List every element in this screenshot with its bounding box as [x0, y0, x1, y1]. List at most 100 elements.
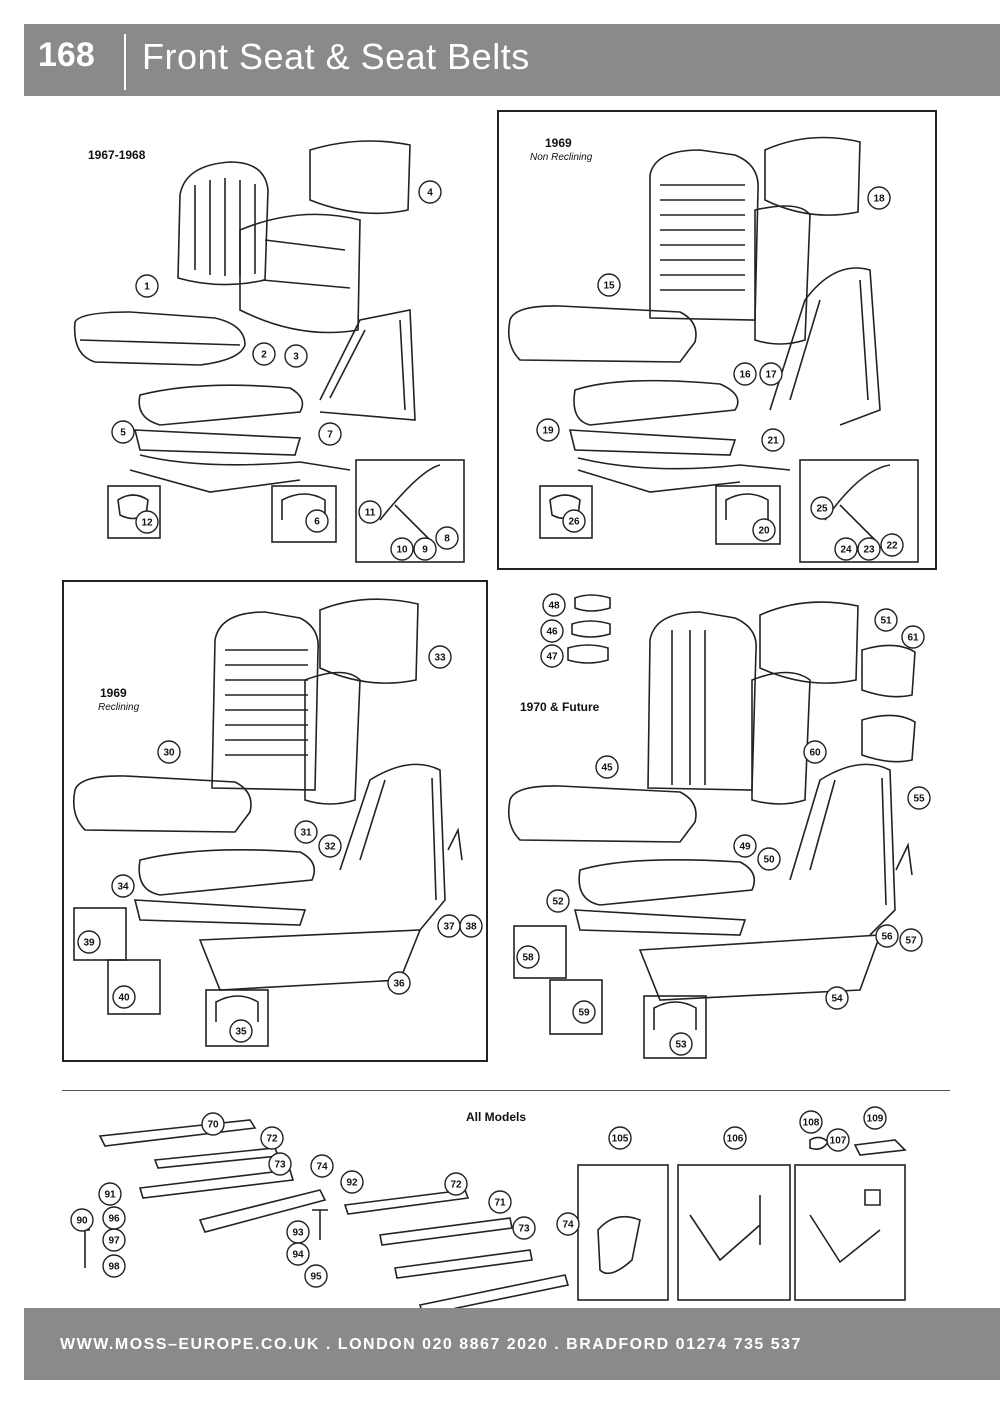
part-callout-108: 108: [799, 1110, 823, 1134]
part-callout-38: 38: [459, 914, 483, 938]
svg-text:98: 98: [108, 1262, 120, 1273]
svg-text:23: 23: [863, 545, 875, 556]
part-callout-25: 25: [810, 496, 834, 520]
part-callout-93: 93: [286, 1220, 310, 1244]
svg-text:31: 31: [300, 828, 312, 839]
svg-text:52: 52: [552, 897, 564, 908]
svg-text:16: 16: [739, 370, 751, 381]
part-callout-74: 74: [556, 1212, 580, 1236]
svg-text:54: 54: [831, 994, 843, 1005]
part-callout-55: 55: [907, 786, 931, 810]
part-callout-37: 37: [437, 914, 461, 938]
seat-1967-drawing: [73, 140, 465, 563]
part-callout-2: 2: [252, 342, 276, 366]
svg-text:3: 3: [293, 352, 299, 363]
svg-text:90: 90: [76, 1216, 88, 1227]
part-callout-95: 95: [304, 1264, 328, 1288]
svg-text:73: 73: [518, 1224, 530, 1235]
section-1967-label: 1967-1968: [88, 148, 146, 162]
svg-text:17: 17: [765, 370, 777, 381]
part-callout-26: 26: [562, 509, 586, 533]
svg-text:71: 71: [494, 1198, 506, 1209]
svg-text:7: 7: [327, 430, 333, 441]
part-callout-11: 11: [358, 500, 382, 524]
svg-text:2: 2: [261, 350, 267, 361]
part-callout-24: 24: [834, 537, 858, 561]
part-callout-92: 92: [340, 1170, 364, 1194]
section-1969-r-sublabel: Reclining: [98, 702, 140, 713]
svg-text:94: 94: [292, 1250, 304, 1261]
svg-text:21: 21: [767, 436, 779, 447]
page-title: Front Seat & Seat Belts: [142, 36, 530, 77]
part-callout-18: 18: [867, 186, 891, 210]
part-callout-1: 1: [135, 274, 159, 298]
part-callout-21: 21: [761, 428, 785, 452]
part-callout-32: 32: [318, 834, 342, 858]
svg-text:6: 6: [314, 517, 320, 528]
svg-text:73: 73: [274, 1160, 286, 1171]
svg-text:11: 11: [365, 508, 376, 519]
section-all-models-label: All Models: [466, 1110, 527, 1124]
part-callout-12: 12: [135, 510, 159, 534]
svg-text:50: 50: [763, 855, 775, 866]
svg-text:57: 57: [905, 936, 917, 947]
section-1969-r-label: 1969: [100, 686, 127, 700]
part-callout-54: 54: [825, 986, 849, 1010]
part-callout-57: 57: [899, 928, 923, 952]
part-callout-56: 56: [875, 924, 899, 948]
part-callout-72: 72: [260, 1126, 284, 1150]
section-1969-nr-sublabel: Non Reclining: [530, 152, 593, 163]
svg-text:106: 106: [727, 1134, 744, 1145]
part-callout-50: 50: [757, 847, 781, 871]
part-callout-22: 22: [880, 533, 904, 557]
part-callout-49: 49: [733, 834, 757, 858]
part-callout-48: 48: [542, 593, 566, 617]
svg-text:34: 34: [117, 882, 129, 893]
part-callout-109: 109: [863, 1106, 887, 1130]
svg-text:60: 60: [809, 748, 821, 759]
part-callout-96: 96: [102, 1206, 126, 1230]
part-callout-61: 61: [901, 625, 925, 649]
part-callout-8: 8: [435, 526, 459, 550]
svg-text:105: 105: [612, 1134, 629, 1145]
part-callout-71: 71: [488, 1190, 512, 1214]
part-callout-35: 35: [229, 1019, 253, 1043]
svg-text:45: 45: [601, 763, 613, 774]
svg-text:47: 47: [546, 652, 558, 663]
part-callout-60: 60: [803, 740, 827, 764]
part-callout-74: 74: [310, 1154, 334, 1178]
section-1969-nr-label: 1969: [545, 136, 572, 150]
svg-text:74: 74: [316, 1162, 328, 1173]
part-callout-7: 7: [318, 422, 342, 446]
part-callout-5: 5: [111, 420, 135, 444]
svg-text:56: 56: [881, 932, 893, 943]
part-callout-73: 73: [268, 1152, 292, 1176]
svg-text:38: 38: [465, 922, 477, 933]
part-callout-97: 97: [102, 1228, 126, 1252]
part-callout-19: 19: [536, 418, 560, 442]
svg-text:9: 9: [422, 545, 428, 556]
svg-text:12: 12: [141, 518, 153, 529]
part-callout-3: 3: [284, 344, 308, 368]
svg-text:18: 18: [873, 194, 885, 205]
part-callout-98: 98: [102, 1254, 126, 1278]
contact-info: WWW.MOSS–EUROPE.CO.UK . LONDON 020 8867 …: [60, 1336, 802, 1353]
part-callout-36: 36: [387, 971, 411, 995]
page-number: 168: [38, 36, 95, 74]
part-callout-6: 6: [305, 509, 329, 533]
part-callout-51: 51: [874, 608, 898, 632]
svg-text:25: 25: [816, 504, 828, 515]
svg-text:37: 37: [443, 922, 455, 933]
part-callout-9: 9: [413, 537, 437, 561]
svg-text:74: 74: [562, 1220, 574, 1231]
svg-text:96: 96: [108, 1214, 120, 1225]
seat-1970-drawing: [507, 594, 916, 1059]
svg-text:10: 10: [396, 545, 408, 556]
part-callout-53: 53: [669, 1032, 693, 1056]
part-callout-58: 58: [516, 945, 540, 969]
svg-text:39: 39: [83, 938, 95, 949]
part-callout-40: 40: [112, 985, 136, 1009]
svg-text:48: 48: [548, 601, 560, 612]
svg-text:108: 108: [803, 1118, 820, 1129]
svg-text:22: 22: [886, 541, 898, 552]
